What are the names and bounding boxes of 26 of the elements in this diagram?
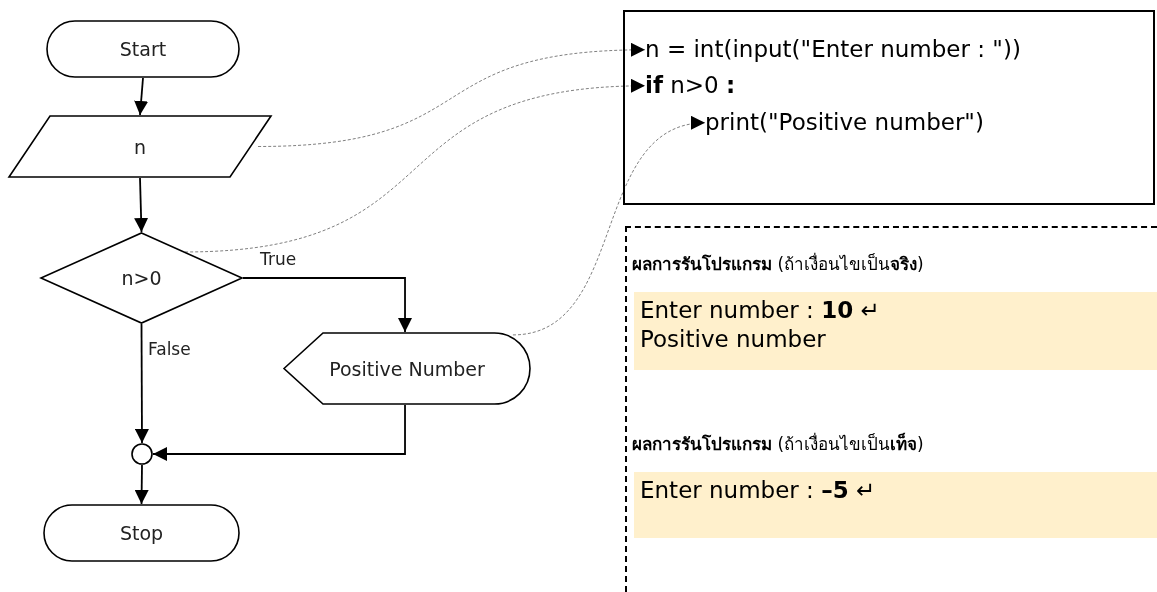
node-label: Stop [119, 522, 164, 544]
code-line: n = int(input("Enter number : ")) [645, 36, 1021, 62]
node-label: Start [119, 38, 167, 60]
arrow [242, 277, 412, 333]
output-text: Enter number : –5 ↵ [639, 476, 877, 505]
output-text: Enter number : 10 ↵ [639, 296, 881, 325]
leader-line [512, 118, 706, 336]
leader-line [257, 43, 646, 147]
arrow [134, 177, 149, 233]
leader-line [184, 79, 646, 253]
output-text: Positive number [639, 324, 827, 354]
output-heading: ผลการรันโปรแกรม (ถ้าเงื่อนไขเป็นจริง) [632, 251, 924, 276]
output-block [634, 292, 1157, 370]
node-label: n [133, 135, 146, 158]
output-block [634, 472, 1157, 538]
node-label: Positive Number [329, 357, 485, 380]
node-label: n>0 [121, 267, 162, 289]
arrow [134, 323, 149, 444]
output-panel [625, 226, 1157, 592]
output-heading: ผลการรันโปรแกรม (ถ้าเงื่อนไขเป็นเท็จ) [632, 431, 924, 456]
code-box [623, 10, 1155, 205]
code-line: print("Positive number") [705, 109, 984, 135]
code-line: if n>0 : [645, 72, 736, 98]
arrow [152, 404, 406, 461]
arrow [134, 77, 149, 116]
arrow [134, 464, 149, 505]
